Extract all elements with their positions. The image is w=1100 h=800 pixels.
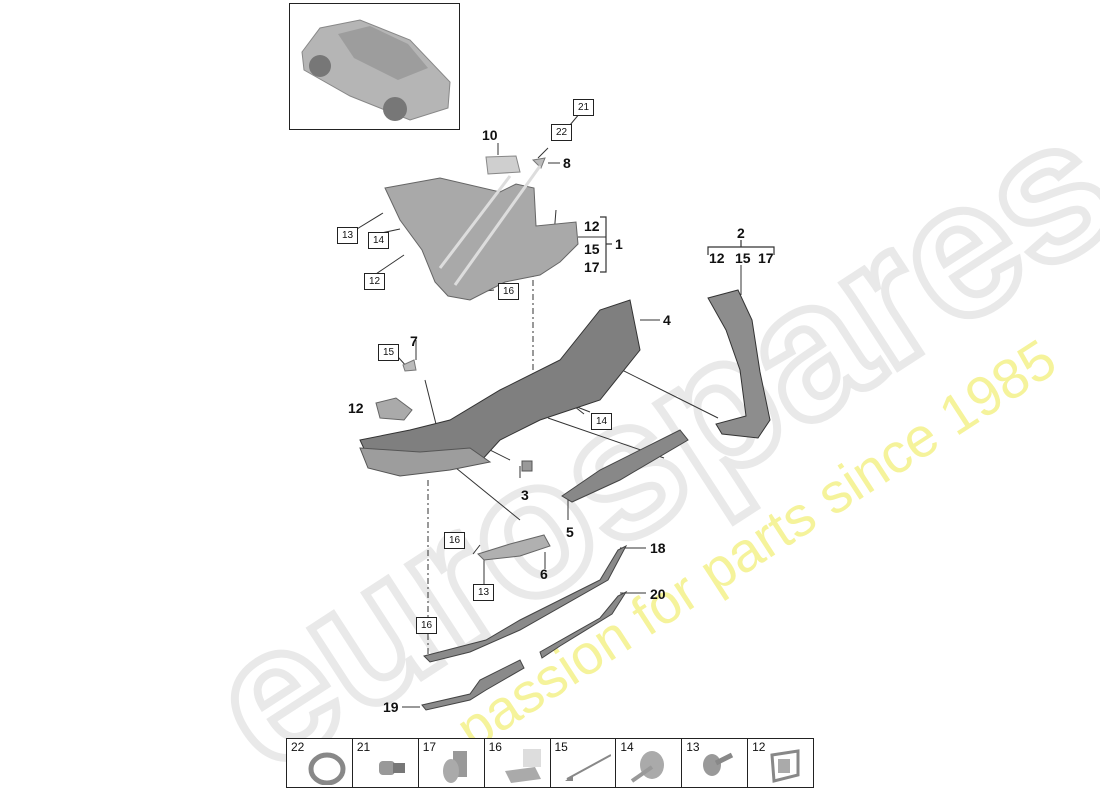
callout-5: 5 (566, 524, 574, 540)
fastener-cell-12: 12 (748, 739, 813, 787)
ref-box-14b: 14 (591, 413, 612, 430)
ref-box-12: 12 (364, 273, 385, 290)
callout-20: 20 (650, 586, 666, 602)
ref-box-16c: 16 (416, 617, 437, 634)
callout-10: 10 (482, 127, 498, 143)
ref-box-13: 13 (337, 227, 358, 244)
ring-nut-icon (308, 752, 346, 785)
car-icon (301, 19, 451, 121)
ref-box-22: 22 (551, 124, 572, 141)
callout-2: 2 (737, 225, 745, 241)
ref-box-15: 15 (378, 344, 399, 361)
group2-item-2: 17 (758, 250, 774, 266)
clip-nut-icon (378, 761, 405, 775)
fastener-cell-15: 15 (551, 739, 617, 787)
fastener-cell-13: 13 (682, 739, 749, 787)
group1-item-1: 15 (584, 241, 600, 257)
ref-box-13b: 13 (473, 584, 494, 601)
u-clip-icon (770, 749, 800, 783)
fastener-number: 16 (488, 740, 502, 754)
ref-box-21: 21 (573, 99, 594, 116)
ref-box-16: 16 (498, 283, 519, 300)
fastener-number: 21 (356, 740, 371, 754)
fastener-number: 22 (291, 740, 305, 754)
fastener-number: 13 (686, 740, 700, 754)
fastener-cell-14: 14 (616, 739, 683, 787)
spring-clip-icon (504, 749, 541, 783)
ref-box-16b: 16 (444, 532, 465, 549)
ref-box-14: 14 (368, 232, 389, 249)
fastener-number: 14 (620, 740, 634, 754)
callout-6: 6 (540, 566, 548, 582)
group1-item-0: 12 (584, 218, 600, 234)
callout-4: 4 (663, 312, 671, 328)
callout-1: 1 (615, 236, 623, 252)
fastener-cell-22: 22 (287, 739, 353, 787)
fastener-number: 17 (422, 740, 437, 754)
fastener-cell-17: 17 (419, 739, 485, 787)
fastener-cell-21: 21 (353, 739, 419, 787)
vehicle-thumbnail (289, 3, 460, 130)
callout-18: 18 (650, 540, 666, 556)
group2-item-1: 15 (735, 250, 751, 266)
fastener-cell-16: 16 (485, 739, 551, 787)
screw-icon (703, 752, 734, 776)
rivet-pin-icon (564, 754, 611, 781)
fastener-number: 12 (752, 740, 766, 754)
fastener-strip: 22 21 17 16 15 14 13 12 (286, 738, 814, 788)
push-rivet-icon (631, 751, 665, 783)
fastener-number: 15 (554, 740, 568, 754)
callout-12: 12 (348, 400, 364, 416)
callout-7: 7 (410, 333, 418, 349)
callout-3: 3 (521, 487, 529, 503)
group1-item-2: 17 (584, 259, 600, 275)
expansion-clip-icon (442, 751, 467, 783)
group2-item-0: 12 (709, 250, 725, 266)
callout-19: 19 (383, 699, 399, 715)
callout-8: 8 (563, 155, 571, 171)
